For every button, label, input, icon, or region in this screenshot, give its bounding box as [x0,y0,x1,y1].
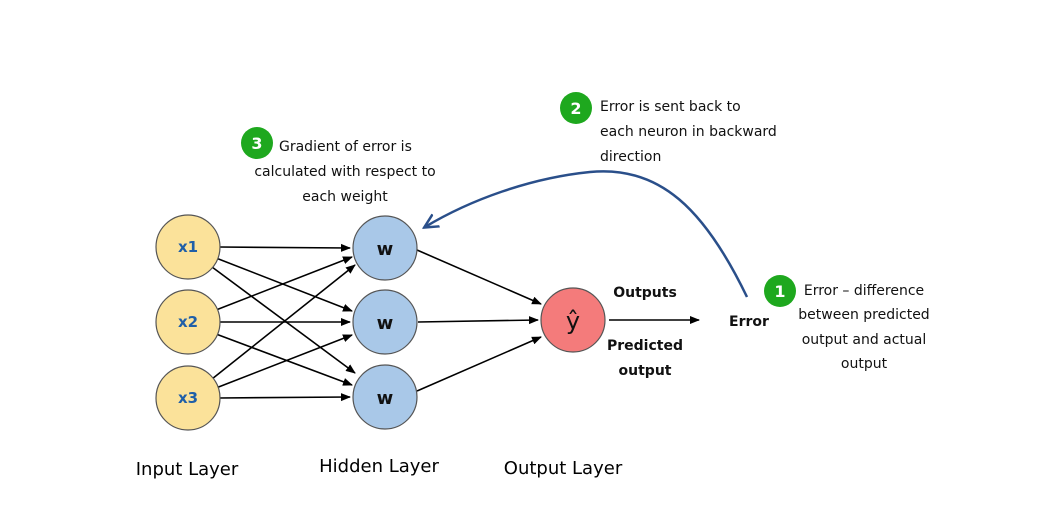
input-layer-nodes: x1 x2 x3 [155,214,221,431]
badge-2-number: 2 [570,99,581,118]
predicted-output-line-2: output [619,363,672,379]
annotation-2-line-1: Error is sent back to [600,99,741,115]
edge-x1-h1 [218,243,351,252]
hidden-node-3 [352,364,418,430]
badge-1 [764,275,796,307]
edge-x2-h3 [215,333,353,386]
annotation-1-line-2: between predicted [798,307,929,323]
edge-h3-out [416,336,542,392]
annotation-1-line-4: output [841,356,888,372]
edge-x1-h3 [211,266,356,374]
annotation-2-line-2: each neuron in backward [600,124,777,140]
hidden-layer-label: Hidden Layer [319,456,439,477]
input-node-x3 [155,365,221,431]
input-node-x2 [155,289,221,355]
badge-3 [241,127,273,159]
predicted-output-line-1: Predicted [607,338,683,354]
annotation-1-line-1: Error – difference [804,283,924,299]
hidden-node-1 [352,215,418,281]
annotation-3: 3 Gradient of error is calculated with r… [241,127,436,205]
output-layer-label: Output Layer [504,458,623,479]
backpropagation-arrow [425,170,749,298]
annotation-1: 1 Error – difference between predicted o… [764,275,930,372]
badge-1-number: 1 [774,282,785,301]
edge-h2-out [417,316,539,325]
annotation-2-line-3: direction [600,149,661,165]
badge-2 [560,92,592,124]
annotation-3-line-2: calculated with respect to [254,164,435,180]
edge-x3-h2 [215,334,353,389]
hidden-node-2 [352,289,418,355]
edge-x3-h1 [211,264,356,380]
edge-x2-h1 [215,256,353,311]
input-layer-label: Input Layer [136,459,239,480]
hidden-node-2-label: w [377,313,394,334]
input-node-x2-label: x2 [178,313,198,331]
hidden-node-3-label: w [377,388,394,409]
annotation-1-line-3: output and actual [802,332,927,348]
annotation-2: 2 Error is sent back to each neuron in b… [560,92,777,165]
outputs-label: Outputs [613,285,677,301]
edge-x1-h2 [215,257,353,312]
badge-3-number: 3 [251,134,262,153]
annotation-3-line-3: each weight [302,189,388,205]
input-node-x3-label: x3 [178,389,198,407]
hidden-output-connections [416,249,700,392]
hidden-node-1-label: w [377,239,394,260]
output-node-label: ŷ [566,307,580,335]
error-label: Error [729,314,769,330]
edge-x3-h3 [218,393,351,402]
edge-h1-out [416,249,542,305]
input-node-x1 [155,214,221,280]
output-node [540,287,606,353]
annotation-3-line-1: Gradient of error is [279,139,412,155]
input-hidden-connections [211,243,356,402]
input-node-x1-label: x1 [178,238,198,256]
hidden-layer-nodes: w w w [352,215,418,430]
